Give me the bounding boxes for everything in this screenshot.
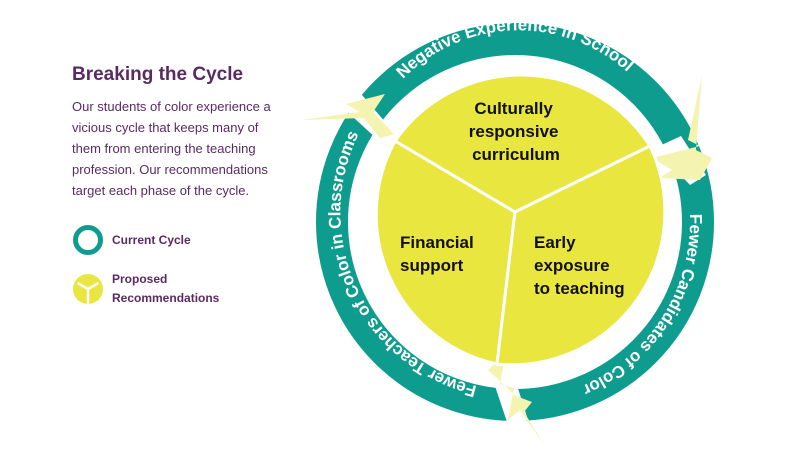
recommendation-circle (374, 73, 667, 367)
legend-proposed-recommendations: Proposed Recommendations (72, 270, 242, 308)
ring-icon (73, 225, 103, 255)
segment-right (495, 143, 667, 367)
legend-panel: Breaking the Cycle Our students of color… (72, 64, 302, 305)
segment-left-label: Financial support (400, 233, 478, 275)
zigzag-bottom (488, 352, 545, 446)
segment-top-label: Culturally responsive curriculum (469, 99, 564, 164)
segment-right-label: Early exposure to teaching (534, 233, 625, 298)
legend-proposed-label: Proposed Recommendations (112, 272, 220, 305)
zigzag-right (652, 76, 712, 180)
legend-current-label: Current Cycle (112, 232, 191, 247)
zigzag-left (301, 94, 394, 138)
panel-title: Breaking the Cycle (72, 64, 244, 85)
segmented-circle-icon (73, 274, 103, 304)
panel-description: Our students of color experience a vicio… (72, 99, 271, 198)
legend-current-cycle: Current Cycle (72, 224, 242, 256)
segment-left (374, 138, 517, 366)
